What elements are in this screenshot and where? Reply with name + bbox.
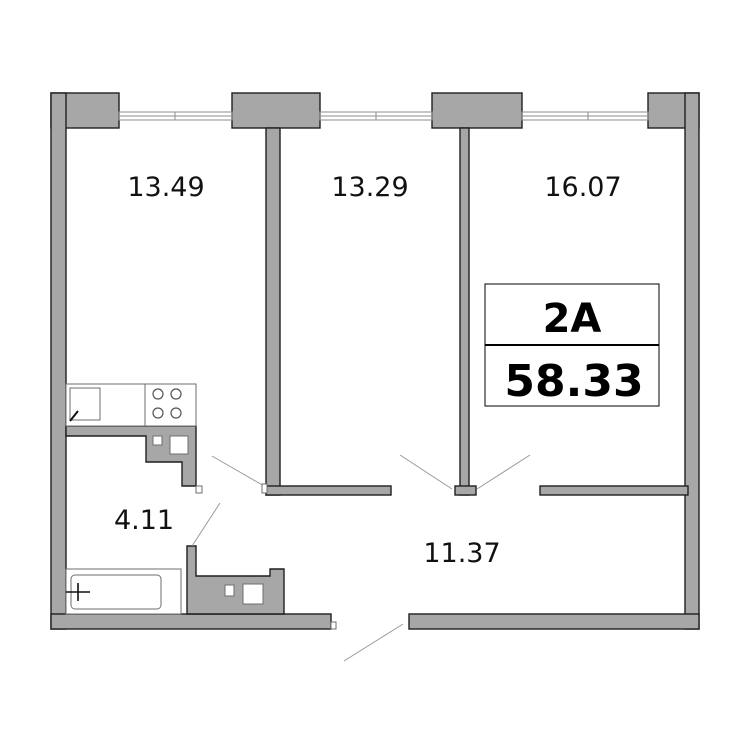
door-living-room [476,454,531,490]
shaft-small-2 [224,584,235,597]
area-label-bedroom-middle: 13.29 [331,172,408,203]
room-labels: 13.49 13.29 16.07 4.11 11.37 [114,172,622,569]
wall-outer-right [684,92,700,630]
window-living-room [521,111,649,121]
doors [191,454,531,662]
bathtub-icon [65,568,182,615]
wall-bottom-right [408,613,700,630]
door-bedroom-left [211,455,265,487]
apartment-type: 2A [543,296,602,342]
wall-partition-2-foot [454,485,477,496]
apartment-badge: 2A 58.33 [484,283,660,407]
walls [50,92,700,630]
wall-partition-1 [265,127,281,496]
sink-icon [65,383,146,427]
window-bedroom-left [118,111,233,121]
wall-bedroom2-bottom [265,485,392,496]
shaft-large-1 [169,435,189,455]
door-bathroom [191,502,221,547]
wall-pillar-top-2 [231,92,321,129]
wall-living-bottom [539,485,689,496]
wall-pillar-top-3 [431,92,523,129]
area-label-living-room: 16.07 [544,172,621,203]
area-label-bedroom-left: 13.49 [127,172,204,203]
door-entrance [343,623,404,662]
wall-bottom-left [50,613,332,630]
wall-bath-block [186,545,285,615]
wall-kitchen-bath [65,425,197,487]
area-label-bathroom: 4.11 [114,505,174,536]
door-bedroom-middle [399,454,453,490]
windows [118,111,649,121]
shaft-small-1 [152,435,163,446]
area-label-hallway: 11.37 [423,538,500,569]
wall-partition-2 [459,127,470,496]
apartment-total-area: 58.33 [504,356,643,407]
shaft-large-2 [242,583,264,605]
stove-icon [144,383,197,427]
wall-outer-left [50,92,67,630]
fixtures [65,383,264,615]
window-bedroom-middle [319,111,433,121]
